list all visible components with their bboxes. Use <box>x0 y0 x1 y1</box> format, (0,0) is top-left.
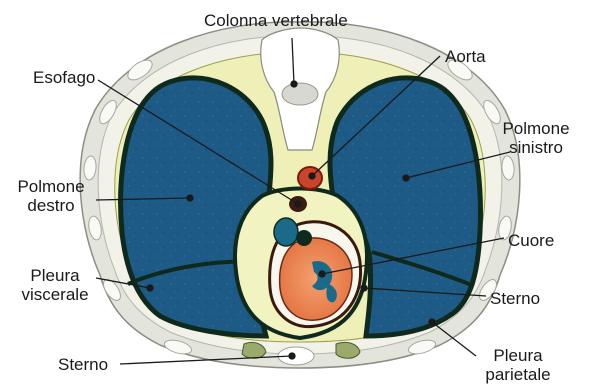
label-pleura-parietale-line2: parietale <box>478 365 558 384</box>
label-aorta: Aorta <box>445 47 486 66</box>
label-polmone-sinistro-line2: sinistro <box>500 138 572 157</box>
label-polmone-destro-line2: destro <box>7 196 95 215</box>
label-pleura-parietale: Pleura parietale <box>478 346 558 384</box>
label-pleura-viscerale-line1: Pleura <box>14 266 96 285</box>
label-sterno-bottom: Sterno <box>58 355 108 374</box>
label-esofago: Esofago <box>33 68 95 87</box>
label-pleura-parietale-line1: Pleura <box>478 346 558 365</box>
label-polmone-destro-line1: Polmone <box>7 177 95 196</box>
label-pleura-viscerale: Pleura viscerale <box>14 266 96 304</box>
label-colonna-vertebrale: Colonna vertebrale <box>204 11 348 30</box>
label-polmone-destro: Polmone destro <box>7 177 95 215</box>
label-polmone-sinistro: Polmone sinistro <box>500 119 572 157</box>
heart <box>270 218 361 327</box>
label-cuore: Cuore <box>508 231 554 250</box>
label-polmone-sinistro-line1: Polmone <box>500 119 572 138</box>
label-sterno-right: Sterno <box>490 289 540 308</box>
spinal-cord <box>282 83 318 105</box>
label-pleura-viscerale-line2: viscerale <box>14 285 96 304</box>
